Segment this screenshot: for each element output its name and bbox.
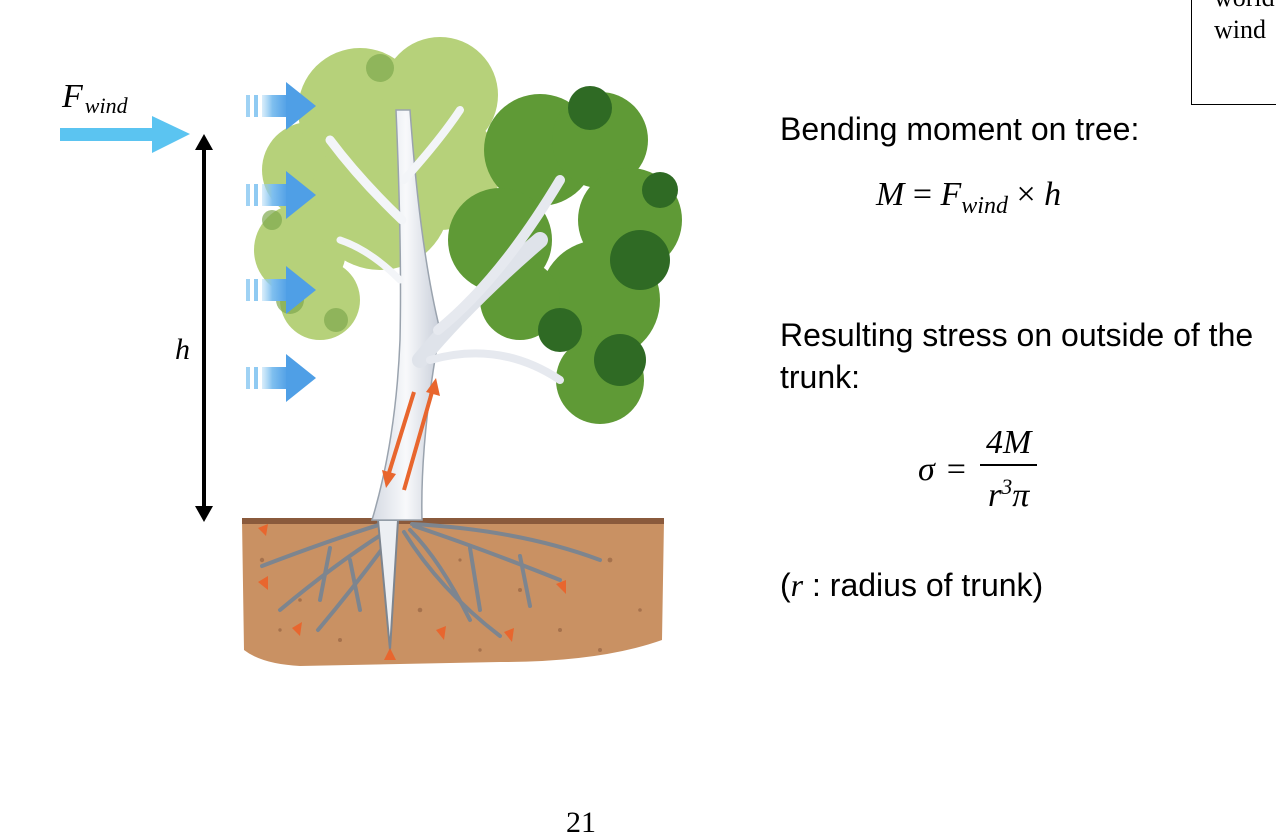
wind-arrow-4: [246, 354, 316, 402]
bending-moment-equation: M = Fwind × h: [876, 176, 1061, 220]
corner-note-line-2: wind: [1214, 15, 1266, 44]
bending-moment-heading: Bending moment on tree:: [780, 111, 1140, 147]
den-pi: π: [1012, 477, 1030, 514]
force-symbol: F: [62, 78, 83, 115]
corner-note-line-1: world: [1214, 0, 1275, 14]
wind-force-arrow: [60, 116, 190, 153]
wind-arrow-2: [246, 171, 316, 219]
height-arrow: [195, 134, 213, 522]
soil-stress-markers: [258, 524, 566, 660]
note-text: : radius of trunk): [803, 567, 1044, 603]
wind-arrow-1: [246, 82, 316, 130]
tree-diagram: [60, 37, 682, 666]
eq-wind-sub: wind: [961, 193, 1008, 219]
page-number: 21: [566, 806, 596, 839]
eq2-equals: =: [946, 450, 966, 488]
force-subscript: wind: [84, 93, 128, 118]
fraction-denominator: r3π: [982, 466, 1035, 515]
eq-sigma: σ: [918, 450, 935, 488]
stress-equation: σ = 4M r3π: [918, 424, 1038, 515]
den-r: r: [987, 477, 1002, 514]
stress-heading: Resulting stress on outside of the trunk…: [780, 317, 1254, 395]
eq-times: ×: [1016, 176, 1036, 213]
wind-arrow-3: [246, 266, 316, 314]
eq-equals: =: [912, 176, 933, 213]
den-exponent: 3: [1001, 474, 1013, 499]
eq-f: F: [940, 176, 962, 213]
height-label: h: [175, 333, 190, 366]
eq-h: h: [1044, 176, 1062, 213]
fraction-numerator: 4M: [979, 424, 1038, 466]
wind-force-label: Fwind: [62, 78, 128, 119]
note-r-symbol: r: [790, 567, 804, 603]
deep-foliage: [538, 86, 678, 386]
radius-note: (r : radius of trunk): [780, 564, 1043, 606]
stress-fraction: 4M r3π: [979, 424, 1038, 515]
corner-note-box: world wind: [1191, 0, 1276, 105]
note-open: (: [780, 567, 791, 603]
eq-m: M: [876, 176, 905, 213]
stress-arrows: [382, 378, 440, 491]
